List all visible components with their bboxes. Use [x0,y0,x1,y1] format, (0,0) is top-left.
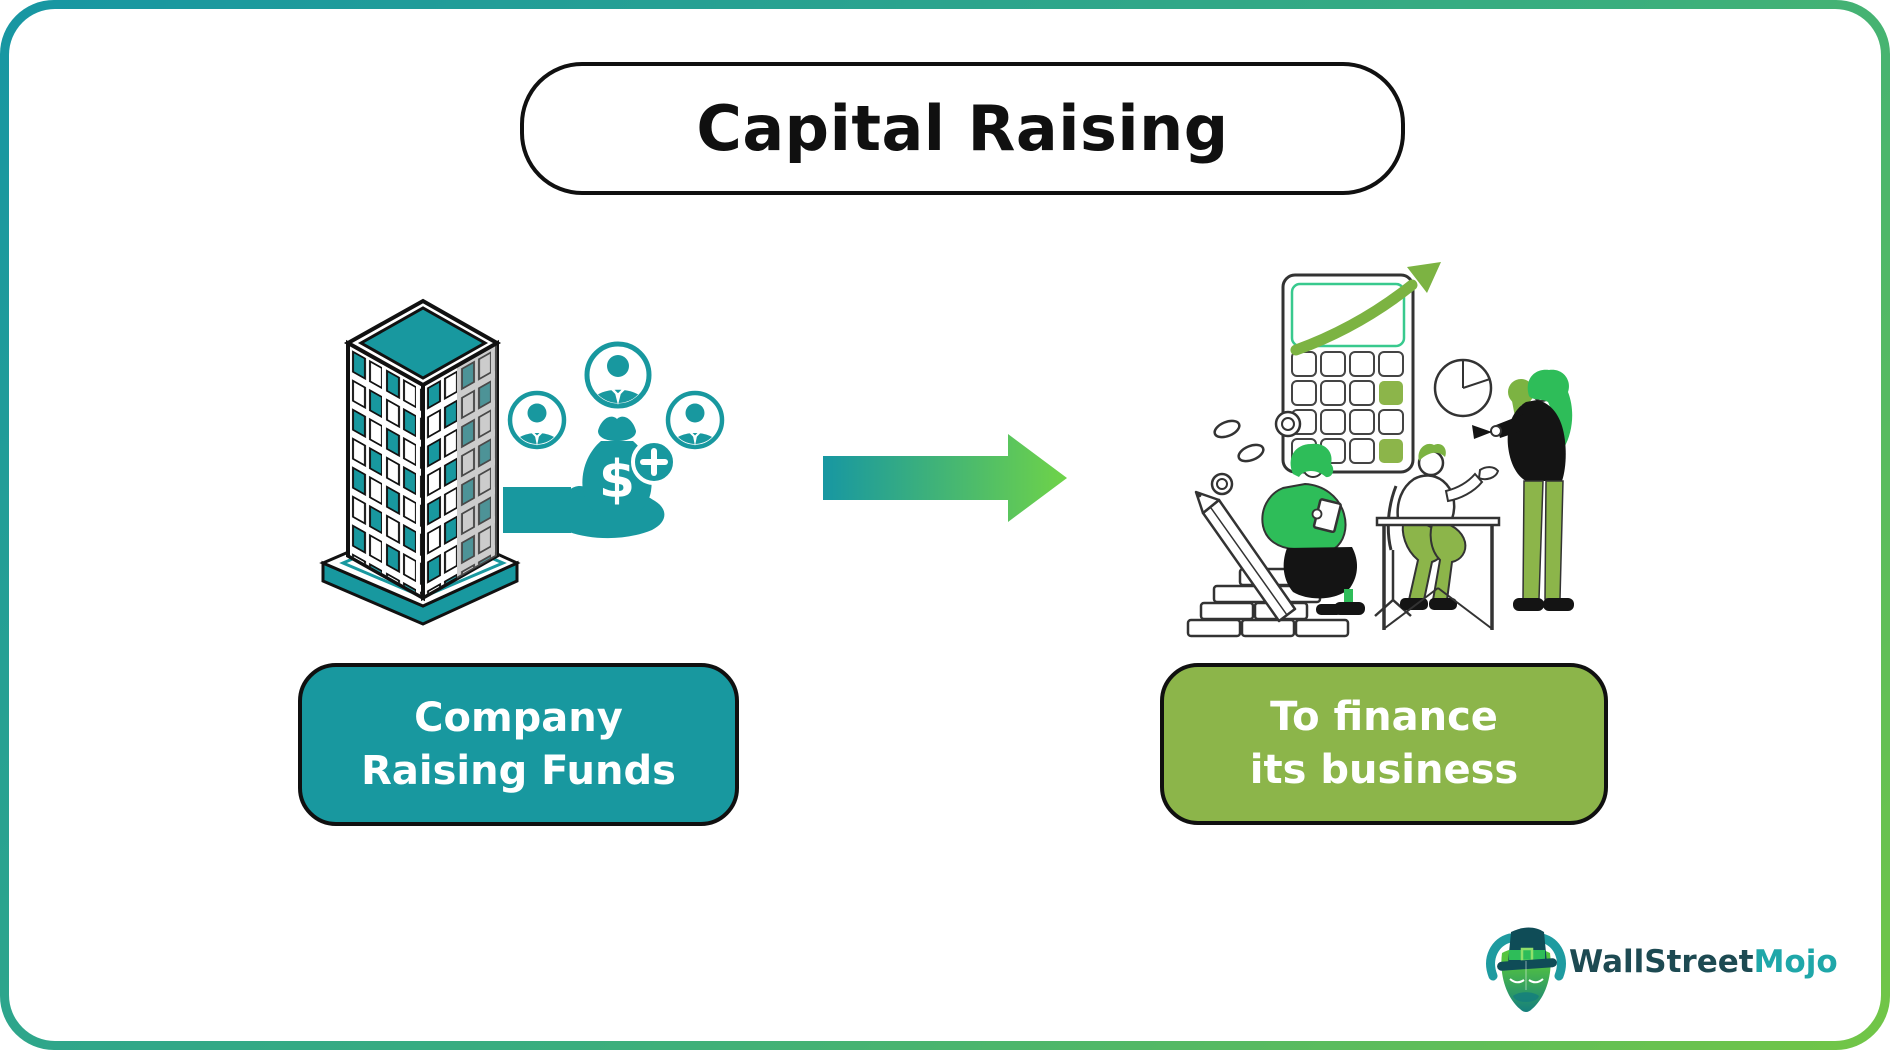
bull-mascot-icon [1486,927,1566,1012]
source-label-line2: Raising Funds [361,747,676,794]
speech-bubble-icon [1508,379,1534,417]
brand-name-first: WallStreet [1569,944,1754,980]
title-box: Capital Raising [520,62,1405,195]
dart-icon [1472,425,1492,439]
flow-arrow-icon [823,434,1067,522]
investor-avatar-icon [665,390,725,450]
investor-avatar-icon [584,341,652,409]
target-label-line1: To finance [1270,694,1498,741]
source-label-line1: Company [414,694,623,741]
pie-chart-icon [1433,358,1493,418]
brand-name-second: Mojo [1753,944,1838,980]
dollar-sign: $ [599,450,635,510]
target-label-box: To finance its business [1160,663,1608,825]
growth-arrow-icon [1290,262,1441,356]
wallstreetmojo-logo: WallStreetMojo [1483,922,1883,1022]
person-standing [1472,369,1574,611]
investor-avatar-icon [507,390,567,450]
brand-name: WallStreetMojo [1569,944,1838,980]
source-label-box: Company Raising Funds [298,663,739,826]
target-label-line2: its business [1249,747,1519,793]
person-at-desk [1374,443,1501,630]
page-title: Capital Raising [696,92,1229,165]
office-building-icon [319,298,521,626]
plus-badge-icon [631,439,677,485]
calculator-icon [1281,273,1415,474]
pencil-icon [1194,490,1297,623]
coins-icon [1210,410,1302,496]
finance-team-illustration [1186,262,1574,638]
person-reading-tablet [1261,443,1365,615]
desk [1375,516,1501,630]
hand-holding-money-bag-icon: $ [503,416,677,539]
company-building-illustration: $ [319,298,725,626]
